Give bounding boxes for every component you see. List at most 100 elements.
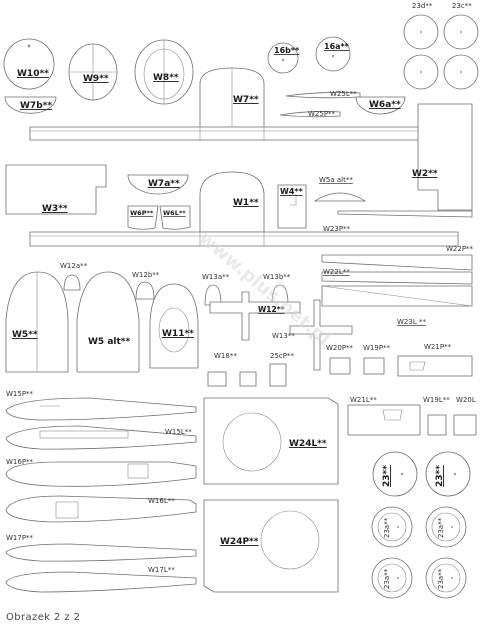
- svg-text:W3**: W3**: [42, 204, 68, 214]
- svg-text:W24P**: W24P**: [220, 537, 259, 547]
- svg-text:W13a**: W13a**: [202, 273, 230, 281]
- part-w24p: W24P**: [203, 499, 339, 593]
- svg-text:16a**: 16a**: [324, 42, 350, 51]
- part-w24l: W24L**: [203, 397, 339, 485]
- part-w16l: W16L**: [5, 495, 197, 523]
- svg-text:23a**: 23a**: [383, 517, 391, 538]
- svg-text:W7b**: W7b**: [20, 101, 52, 111]
- svg-text:W25L**: W25L**: [330, 90, 357, 98]
- svg-text:W15P**: W15P**: [6, 390, 34, 398]
- svg-text:W10**: W10**: [17, 69, 49, 79]
- part-w23p-strip: W23P**: [323, 210, 473, 233]
- part-w25cp: 25cP**: [269, 352, 294, 387]
- part-w15l: W15L**: [5, 425, 197, 450]
- part-w25l: W25L**: [285, 90, 361, 99]
- part-w5: W5**: [5, 271, 69, 373]
- disc-w23-a: 23**: [372, 451, 418, 497]
- page-caption: Obrazek 2 z 2: [6, 612, 81, 623]
- discs-w23-top: [403, 14, 479, 90]
- part-w13b: W13b**: [263, 273, 291, 306]
- part-w5a-alt: W5a alt**: [313, 176, 367, 202]
- svg-text:W7**: W7**: [233, 95, 259, 105]
- svg-text:23**: 23**: [382, 465, 392, 487]
- part-w20l: W20L: [453, 396, 477, 436]
- svg-text:W9**: W9**: [83, 74, 109, 84]
- part-w21l: W21L**: [347, 396, 421, 436]
- part-w6l: W6L**: [159, 205, 191, 230]
- part-w18: W18**: [207, 352, 257, 387]
- svg-text:W21L**: W21L**: [350, 396, 377, 404]
- svg-text:W12a**: W12a**: [60, 262, 88, 270]
- svg-text:W12b**: W12b**: [132, 271, 160, 279]
- part-w13a: W13a**: [202, 273, 230, 306]
- part-w12: W12**: [209, 291, 301, 341]
- label-w23d: 23d**: [412, 2, 433, 10]
- svg-text:W16L**: W16L**: [148, 497, 175, 505]
- part-w6a: W6a**: [355, 96, 406, 115]
- svg-text:W17L**: W17L**: [148, 566, 175, 574]
- svg-text:W5**: W5**: [12, 330, 38, 340]
- svg-text:W20P**: W20P**: [326, 344, 354, 352]
- part-w16p: W16P**: [5, 458, 197, 487]
- svg-text:W7a**: W7a**: [148, 179, 180, 189]
- svg-text:W6P**: W6P**: [130, 209, 154, 217]
- part-w13: W13**: [272, 299, 353, 371]
- part-wing-spar-lower: [29, 231, 459, 247]
- part-w21p: W21P**: [397, 343, 473, 377]
- svg-text:16b**: 16b**: [274, 46, 300, 55]
- svg-text:W5a alt**: W5a alt**: [319, 176, 353, 184]
- cut-sheet-diagram: W10** W9** W8** W7b** W7** 16b** 16a** W…: [3, 2, 479, 599]
- svg-text:W17P**: W17P**: [6, 534, 34, 542]
- svg-text:W21P**: W21P**: [424, 343, 452, 351]
- svg-text:W23P**: W23P**: [323, 225, 351, 233]
- svg-text:W6L**: W6L**: [163, 209, 186, 217]
- svg-text:23a**: 23a**: [437, 517, 445, 538]
- svg-text:W13**: W13**: [272, 332, 295, 340]
- part-w5-alt: W5 alt**: [76, 271, 140, 373]
- label-w23c: 23c**: [452, 2, 472, 10]
- svg-text:23c**: 23c**: [452, 2, 472, 10]
- part-w8: W8**: [134, 39, 194, 105]
- svg-text:W24L**: W24L**: [289, 439, 327, 449]
- svg-text:W19P**: W19P**: [363, 344, 391, 352]
- part-w17p: W17P**: [5, 534, 197, 562]
- part-w15p: W15P**: [5, 390, 197, 421]
- svg-text:W23L **: W23L **: [397, 318, 426, 326]
- svg-text:W8**: W8**: [153, 73, 179, 83]
- svg-text:23a**: 23a**: [383, 568, 391, 589]
- svg-text:W1**: W1**: [233, 198, 259, 208]
- part-w17l: W17L**: [5, 566, 197, 593]
- svg-text:W20L: W20L: [456, 396, 476, 404]
- part-w2: W2**: [412, 103, 473, 211]
- part-w20p: W20P**: [326, 344, 354, 375]
- svg-text:W13b**: W13b**: [263, 273, 291, 281]
- svg-text:23d**: 23d**: [412, 2, 433, 10]
- svg-text:23**: 23**: [435, 465, 445, 487]
- part-w12b: W12b**: [132, 271, 160, 300]
- svg-text:W22P**: W22P**: [446, 245, 474, 253]
- part-w16a: 16a**: [315, 36, 351, 72]
- svg-text:W4**: W4**: [280, 187, 304, 196]
- svg-text:W16P**: W16P**: [6, 458, 34, 466]
- part-w19l: W19L**: [423, 396, 450, 436]
- part-w22p: W22P**: [321, 245, 474, 271]
- part-w7a: W7a**: [127, 174, 189, 195]
- part-w1: W1**: [199, 171, 265, 233]
- part-wing-spar-upper: [29, 126, 459, 141]
- part-w4: W4**: [277, 184, 307, 229]
- part-w3: W3**: [5, 164, 107, 215]
- svg-text:W15L**: W15L**: [165, 428, 192, 436]
- svg-text:W12**: W12**: [258, 305, 285, 314]
- part-w7: W7**: [199, 67, 265, 129]
- part-w22l: W22L**: [321, 268, 473, 285]
- svg-text:W25P**: W25P**: [308, 110, 336, 118]
- part-w7b: W7b**: [4, 96, 57, 114]
- disc-w23-b: 23**: [425, 451, 471, 497]
- svg-text:W19L**: W19L**: [423, 396, 450, 404]
- part-w12a: W12a**: [60, 262, 88, 291]
- svg-text:W2**: W2**: [412, 169, 438, 179]
- svg-text:W5 alt**: W5 alt**: [88, 337, 130, 347]
- part-w9: W9**: [68, 43, 118, 101]
- svg-text:25cP**: 25cP**: [270, 352, 294, 360]
- discs-w23a: 23a** 23a** 23a** 23a**: [371, 506, 467, 599]
